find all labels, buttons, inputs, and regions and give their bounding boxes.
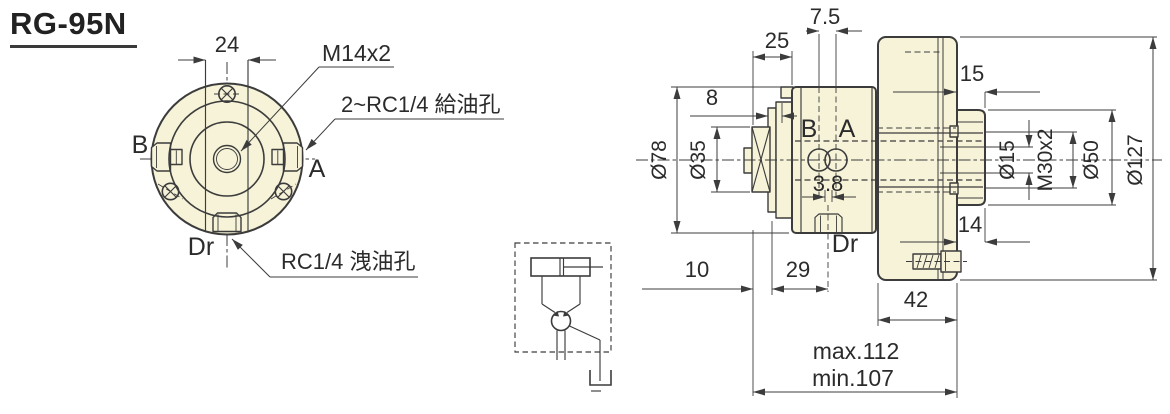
front-center-hub <box>212 144 242 174</box>
dim-14: 14 <box>900 208 1030 246</box>
dim-15: 15 <box>893 61 1040 108</box>
dim-max-min: max.112 min.107 <box>753 338 957 396</box>
rotary-joint-symbol <box>550 310 572 332</box>
dim-3-8: 3.8 <box>802 171 856 202</box>
callout-thread-text: M14x2 <box>322 40 391 66</box>
svg-text:14: 14 <box>958 212 982 237</box>
dim-25: 25 <box>752 28 793 125</box>
dim-10-text: 10 <box>685 257 709 282</box>
drain-notch <box>814 205 843 292</box>
dim-m30x2: M30x2 <box>985 128 1077 192</box>
svg-text:15: 15 <box>960 61 984 86</box>
hydraulic-circuit-symbol <box>514 242 612 392</box>
front-port-b <box>150 142 183 172</box>
clamp-bolt <box>906 250 967 273</box>
side-label-b: B <box>801 115 818 143</box>
dim-dia50: Ø50 <box>988 109 1116 206</box>
side-label-a: A <box>839 115 856 143</box>
svg-text:Ø35: Ø35 <box>687 140 710 180</box>
dim-42: 42 <box>877 283 958 398</box>
svg-text:25: 25 <box>765 28 789 53</box>
svg-text:8: 8 <box>706 85 718 110</box>
dim-7-5: 7.5 <box>806 4 862 35</box>
boss-tab-top <box>949 125 959 138</box>
side-label-dr: Dr <box>832 230 858 258</box>
callout-thread: M14x2 <box>240 40 394 152</box>
dim-24: 24 <box>178 32 276 64</box>
cylinder-symbol <box>530 257 603 277</box>
dim-dia35: Ø35 <box>687 126 750 193</box>
callout-drain: RC1/4 洩油孔 <box>231 238 418 278</box>
front-label-dr: Dr <box>188 233 214 261</box>
svg-text:Ø127: Ø127 <box>1124 134 1147 185</box>
svg-text:Ø50: Ø50 <box>1080 140 1103 180</box>
screw-lower-left <box>157 182 184 201</box>
threaded-boss <box>956 109 986 206</box>
svg-text:M30x2: M30x2 <box>1034 128 1057 191</box>
front-center-thread <box>216 148 238 170</box>
front-ring <box>168 100 286 218</box>
dim-10-29: 10 29 <box>642 221 828 396</box>
callout-supply: 2~RC1/4 給油孔 <box>305 92 504 151</box>
front-label-a: A <box>309 155 326 183</box>
dim-29-text: 29 <box>786 257 810 282</box>
dim-dia78: Ø78 <box>648 86 789 234</box>
svg-text:42: 42 <box>904 287 928 312</box>
dim-8: 8 <box>690 85 797 123</box>
tank-symbol <box>589 370 612 392</box>
side-view: 7.5 25 8 Ø78 <box>636 4 1162 398</box>
callout-supply-text: 2~RC1/4 給油孔 <box>341 92 501 117</box>
dim-dia127: Ø127 <box>960 36 1157 281</box>
front-view: 24 M14x2 2~RC1/4 給油孔 RC1/4 洩油孔 B A Dr <box>132 32 504 278</box>
flange-disk <box>877 36 958 281</box>
boss-tab-bottom <box>949 182 959 195</box>
svg-text:3.8: 3.8 <box>813 171 844 196</box>
screw-lower-right <box>270 182 297 201</box>
screw-top <box>214 85 240 104</box>
symbol-boundary <box>514 242 612 353</box>
dim-min-text: min.107 <box>812 365 894 391</box>
svg-text:Ø78: Ø78 <box>648 140 671 180</box>
dim-24-text: 24 <box>215 32 239 57</box>
svg-text:7.5: 7.5 <box>810 4 841 29</box>
svg-text:Ø15: Ø15 <box>996 140 1019 180</box>
callout-drain-text: RC1/4 洩油孔 <box>281 249 415 274</box>
page-title: RG-95N <box>10 6 137 48</box>
dim-max-text: max.112 <box>813 338 900 364</box>
front-port-dr <box>212 212 242 233</box>
front-inner-circle <box>189 121 265 197</box>
dim-dia15: Ø15 <box>996 120 1033 200</box>
front-label-b: B <box>132 131 149 159</box>
